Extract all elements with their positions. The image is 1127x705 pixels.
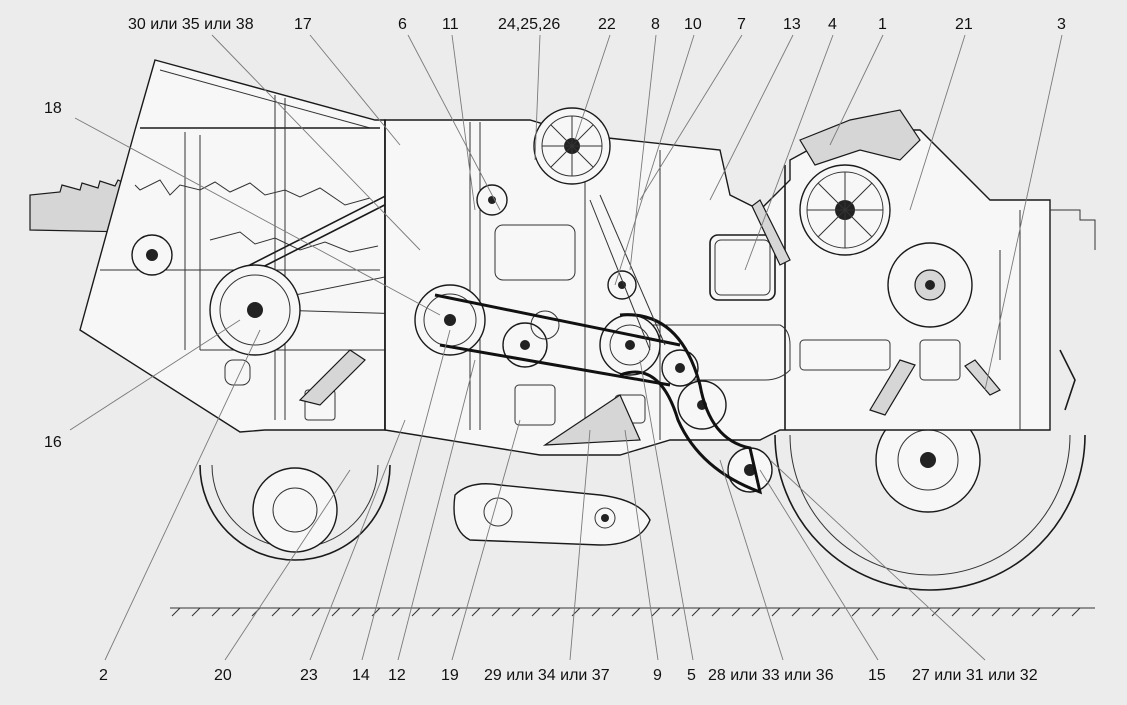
label-29-34-37: 29 или 34 или 37 bbox=[484, 667, 610, 684]
label-10: 10 bbox=[684, 16, 702, 33]
label-22: 22 bbox=[598, 16, 616, 33]
label-7: 7 bbox=[737, 16, 746, 33]
ground-line bbox=[170, 607, 1095, 617]
label-1: 1 bbox=[878, 16, 887, 33]
label-2: 2 bbox=[99, 667, 108, 684]
label-14: 14 bbox=[352, 667, 370, 684]
pulleys bbox=[209, 107, 973, 493]
label-9: 9 bbox=[653, 667, 662, 684]
label-16: 16 bbox=[44, 434, 62, 451]
label-8: 8 bbox=[651, 16, 660, 33]
label-17: 17 bbox=[294, 16, 312, 33]
label-21: 21 bbox=[955, 16, 973, 33]
rear-wheel bbox=[774, 407, 1086, 591]
axle-bracket bbox=[453, 483, 651, 546]
label-6: 6 bbox=[398, 16, 407, 33]
chamber-frame bbox=[79, 59, 386, 433]
label-5: 5 bbox=[687, 667, 696, 684]
label-24-25-26: 24,25,26 bbox=[498, 16, 561, 33]
label-28-33-36: 28 или 33 или 36 bbox=[708, 667, 834, 684]
label-23: 23 bbox=[300, 667, 318, 684]
label-18: 18 bbox=[44, 100, 62, 117]
label-20: 20 bbox=[214, 667, 232, 684]
label-4: 4 bbox=[828, 16, 837, 33]
label-30-35-38: 30 или 35 или 38 bbox=[128, 16, 254, 33]
front-wheel bbox=[199, 464, 391, 561]
label-12: 12 bbox=[388, 667, 406, 684]
leader-lines bbox=[69, 34, 1063, 661]
label-19: 19 bbox=[441, 667, 459, 684]
drive-belts bbox=[434, 194, 763, 495]
label-13: 13 bbox=[783, 16, 801, 33]
label-27-31-32: 27 или 31 или 32 bbox=[912, 667, 1038, 684]
label-3: 3 bbox=[1057, 16, 1066, 33]
label-11: 11 bbox=[442, 16, 459, 33]
label-15: 15 bbox=[868, 667, 886, 684]
